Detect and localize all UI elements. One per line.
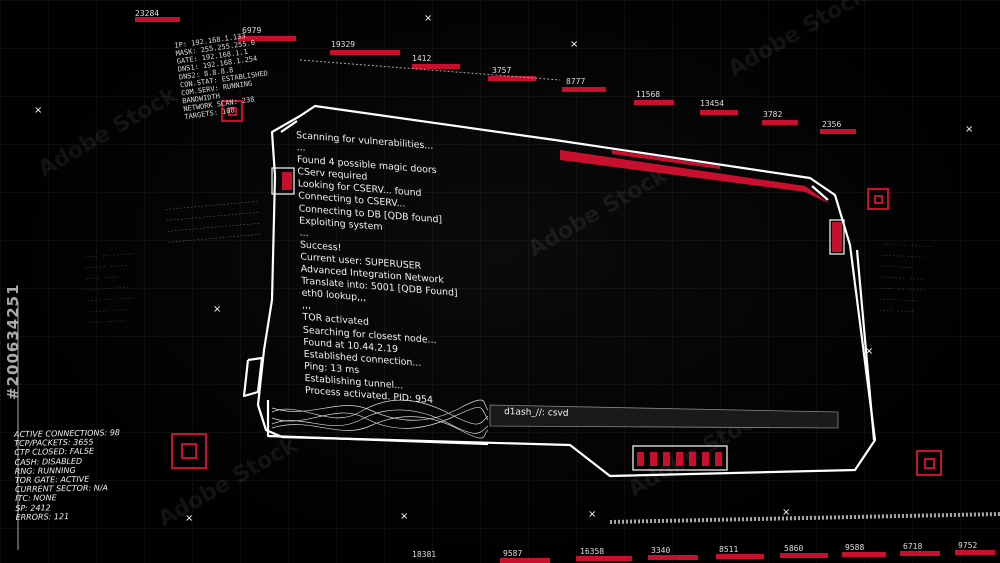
counter-label: 6979 xyxy=(242,26,262,35)
counter-label: 6718 xyxy=(903,542,923,551)
red-bar xyxy=(135,17,180,22)
red-bar xyxy=(576,556,632,561)
counter-label: 3782 xyxy=(763,110,783,119)
red-bar xyxy=(238,36,296,41)
terminal-prompt[interactable]: d1ash_//: csvd xyxy=(503,407,569,419)
stock-id-watermark: #200634251 xyxy=(4,283,22,400)
counter-label: 3340 xyxy=(651,546,671,555)
counter-label: 8511 xyxy=(719,545,739,554)
counter-label: 13454 xyxy=(700,99,725,108)
red-bar xyxy=(900,551,940,556)
cross-marker: × xyxy=(570,39,579,50)
red-bar xyxy=(762,120,798,125)
red-bar xyxy=(648,555,698,560)
counter-label: 9587 xyxy=(503,549,523,558)
red-target-square xyxy=(171,433,207,469)
faint-data-block: ---- -- ------ ------ ----- ---- ---- --… xyxy=(878,240,933,316)
red-target-square xyxy=(916,450,942,476)
counter-label: 11568 xyxy=(636,90,661,99)
terminal-log: Scanning for vulnerabilities......Found … xyxy=(296,130,505,413)
cross-marker: × xyxy=(400,511,409,522)
red-bar xyxy=(412,64,460,69)
red-target-square xyxy=(221,100,243,122)
red-target-square xyxy=(867,188,889,210)
red-bar xyxy=(780,553,828,558)
red-bar xyxy=(820,129,856,134)
red-bar xyxy=(500,558,550,563)
counter-label: 19329 xyxy=(331,40,356,49)
faint-data-block: ---- -- ------ ------ ----- ---- ---- --… xyxy=(83,250,135,327)
cross-marker: × xyxy=(865,346,874,357)
cross-marker: × xyxy=(782,507,791,518)
red-bar xyxy=(716,554,764,559)
faint-data-block: -------------------------- -------------… xyxy=(164,197,262,247)
counter-label: 9752 xyxy=(958,541,978,550)
counter-label: 18381 xyxy=(412,550,437,559)
cross-marker: × xyxy=(424,13,433,24)
red-bar xyxy=(842,552,886,557)
red-bar xyxy=(955,550,995,555)
cross-marker: × xyxy=(965,124,974,135)
counter-label: 8777 xyxy=(566,77,586,86)
counter-label: 16358 xyxy=(580,547,605,556)
counter-label: 23284 xyxy=(135,9,160,18)
counter-label: 9588 xyxy=(845,543,865,552)
counter-label: 1412 xyxy=(412,54,432,63)
red-bar xyxy=(488,76,536,81)
counter-label: 3757 xyxy=(492,66,512,75)
cross-marker: × xyxy=(34,105,43,116)
counter-label: 2356 xyxy=(822,120,842,129)
red-bar xyxy=(634,100,674,105)
red-bar xyxy=(562,87,606,92)
counter-label: 5860 xyxy=(784,544,804,553)
red-bar xyxy=(700,110,738,115)
cross-marker: × xyxy=(185,513,194,524)
cross-marker: × xyxy=(213,304,222,315)
red-bar xyxy=(330,50,400,55)
cross-marker: × xyxy=(588,509,597,520)
